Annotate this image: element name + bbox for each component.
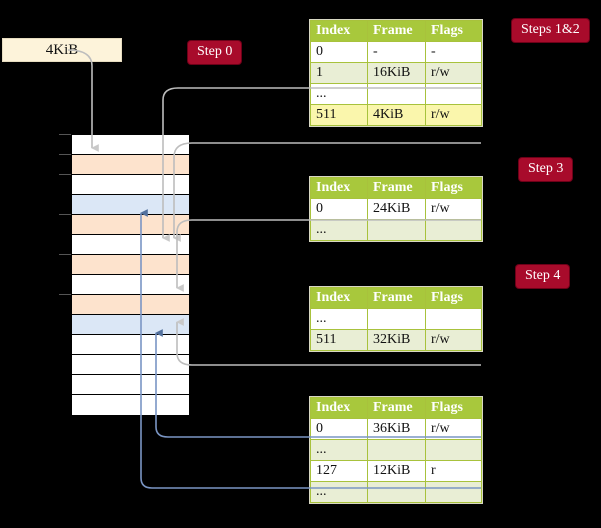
table-row: ... bbox=[310, 83, 482, 105]
memory-tick bbox=[59, 254, 71, 255]
cell-flags: r/w bbox=[425, 62, 482, 84]
cell-index: 0 bbox=[310, 41, 368, 63]
physical-memory-column bbox=[71, 134, 190, 415]
cell-flags bbox=[425, 481, 482, 503]
column-header-index: Index bbox=[310, 20, 368, 42]
memory-tick bbox=[59, 174, 71, 175]
table-row: ... bbox=[310, 219, 482, 241]
memory-frame-row bbox=[72, 335, 189, 355]
cell-frame: 36KiB bbox=[367, 418, 426, 440]
table-row: 0-- bbox=[310, 41, 482, 63]
column-header-flags: Flags bbox=[425, 287, 482, 309]
cell-flags: r/w bbox=[425, 418, 482, 440]
cell-flags: r bbox=[425, 460, 482, 482]
cell-index: ... bbox=[310, 83, 368, 105]
cell-index: 0 bbox=[310, 418, 368, 440]
memory-tick bbox=[59, 294, 71, 295]
memory-frame-row bbox=[72, 395, 189, 415]
memory-frame-row bbox=[72, 375, 189, 395]
table-row: ... bbox=[310, 481, 482, 503]
column-header-index: Index bbox=[310, 287, 368, 309]
badge-steps-1-2: Steps 1&2 bbox=[512, 19, 589, 42]
memory-frame-row bbox=[72, 175, 189, 195]
memory-tick bbox=[59, 214, 71, 215]
cell-frame bbox=[367, 439, 426, 461]
column-header-flags: Flags bbox=[425, 397, 482, 419]
column-header-frame: Frame bbox=[367, 397, 426, 419]
cell-index: 1 bbox=[310, 62, 368, 84]
column-header-index: Index bbox=[310, 397, 368, 419]
column-header-flags: Flags bbox=[425, 177, 482, 199]
memory-frame-row bbox=[72, 295, 189, 315]
cell-frame: 12KiB bbox=[367, 460, 426, 482]
cell-frame: - bbox=[367, 41, 426, 63]
cell-index: ... bbox=[310, 481, 368, 503]
cell-flags bbox=[425, 439, 482, 461]
memory-frame-row bbox=[72, 255, 189, 275]
badge-step-0: Step 0 bbox=[188, 41, 242, 64]
memory-frame-row bbox=[72, 235, 189, 255]
badge-step-4: Step 4 bbox=[516, 265, 570, 288]
cell-frame: 32KiB bbox=[367, 329, 426, 351]
cell-frame: 4KiB bbox=[367, 104, 426, 126]
column-header-frame: Frame bbox=[367, 177, 426, 199]
badge-step-3-label: Step 3 bbox=[528, 161, 564, 176]
memory-tick bbox=[59, 154, 71, 155]
cell-frame: 24KiB bbox=[367, 198, 426, 220]
cell-flags bbox=[425, 308, 482, 330]
memory-frame-row bbox=[72, 135, 189, 155]
cell-frame bbox=[367, 308, 426, 330]
badge-step-3: Step 3 bbox=[519, 158, 573, 181]
cell-index: 127 bbox=[310, 460, 368, 482]
column-header-frame: Frame bbox=[367, 287, 426, 309]
cell-index: ... bbox=[310, 308, 368, 330]
memory-frame-row bbox=[72, 215, 189, 235]
cell-flags: r/w bbox=[425, 329, 482, 351]
memory-frame-row bbox=[72, 195, 189, 215]
table-row: ... bbox=[310, 308, 482, 330]
cell-frame bbox=[367, 83, 426, 105]
cell-index: 0 bbox=[310, 198, 368, 220]
cell-flags: r/w bbox=[425, 198, 482, 220]
table-row: ... bbox=[310, 439, 482, 461]
cell-frame bbox=[367, 481, 426, 503]
memory-frame-row bbox=[72, 315, 189, 335]
memory-frame-row bbox=[72, 155, 189, 175]
cell-flags bbox=[425, 219, 482, 241]
column-header-frame: Frame bbox=[367, 20, 426, 42]
memory-frame-row bbox=[72, 355, 189, 375]
source-page-box: 4KiB bbox=[2, 38, 122, 62]
cell-flags: r/w bbox=[425, 104, 482, 126]
column-header-flags: Flags bbox=[425, 20, 482, 42]
cell-index: 511 bbox=[310, 329, 368, 351]
cell-flags: - bbox=[425, 41, 482, 63]
badge-step-0-label: Step 0 bbox=[197, 44, 233, 59]
cell-index: ... bbox=[310, 219, 368, 241]
cell-frame: 16KiB bbox=[367, 62, 426, 84]
cell-index: 511 bbox=[310, 104, 368, 126]
cell-frame bbox=[367, 219, 426, 241]
cell-flags bbox=[425, 83, 482, 105]
memory-frame-row bbox=[72, 275, 189, 295]
source-page-label: 4KiB bbox=[45, 41, 79, 58]
badge-step-4-label: Step 4 bbox=[525, 268, 561, 283]
memory-tick bbox=[59, 134, 71, 135]
column-header-index: Index bbox=[310, 177, 368, 199]
badge-steps-1-2-label: Steps 1&2 bbox=[521, 22, 580, 37]
cell-index: ... bbox=[310, 439, 368, 461]
